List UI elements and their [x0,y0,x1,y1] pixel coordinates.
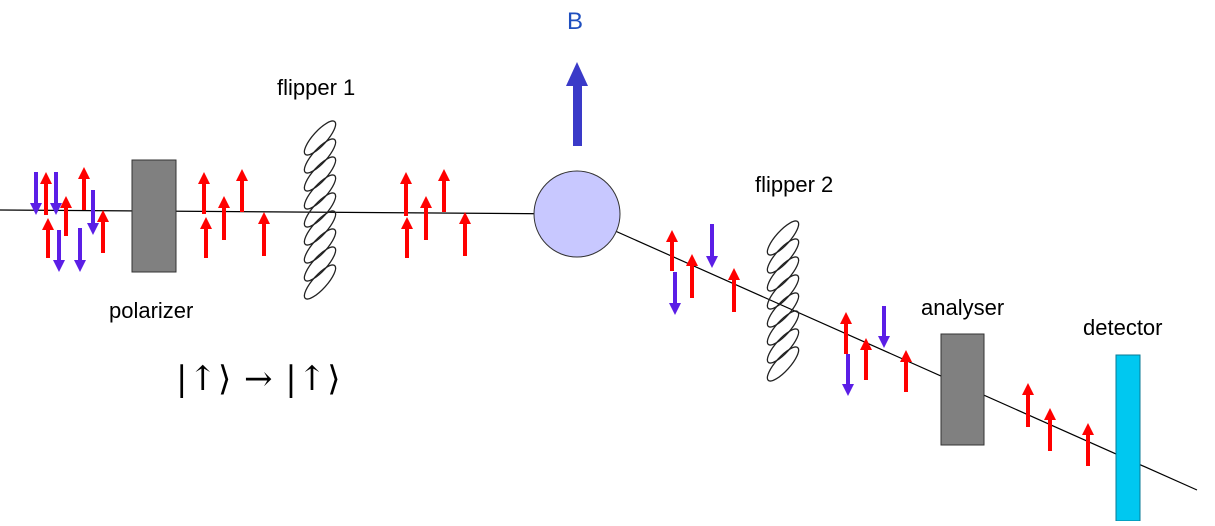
spin-down-arrow [50,172,62,215]
field-arrow [566,62,588,146]
spin-arrows [30,167,1094,466]
flipper-coil-loop [766,292,800,328]
spin-up-arrow [860,338,872,380]
spin-up-arrow [686,254,698,298]
flipper-2-coils [766,220,800,382]
spin-up-arrow [400,172,412,216]
spin-up-arrow [258,212,270,256]
spin-down-arrow [706,224,718,268]
flipper-coil-loop [303,138,337,174]
analyser-label: analyser [921,295,1005,320]
spin-up-arrow [200,217,212,258]
flipper-coil-loop [766,310,800,346]
flipper-2-label: flipper 2 [755,172,834,197]
spin-up-arrow [1044,408,1056,451]
spin-up-arrow [840,312,852,354]
spin-up-arrow [900,350,912,392]
spin-down-arrow [53,230,65,272]
analyser-block [940,333,985,446]
spin-down-arrow [30,172,42,215]
flipper-coil-loop [766,256,800,292]
spin-down-arrow [87,190,99,235]
detector-label: detector [1083,315,1163,340]
spin-up-arrow [40,172,52,215]
flipper-1-coils [303,120,337,300]
spin-up-arrow [78,167,90,210]
spin-up-arrow [60,196,72,236]
flipper-coil-loop [303,210,337,246]
polarizer-block [131,159,177,273]
spin-up-arrow [438,169,450,212]
flipper-1-label: flipper 1 [277,75,356,100]
flipper-coil-loop [766,274,800,310]
flipper-coil-loop [303,156,337,192]
spin-down-arrow [74,228,86,272]
field-label: B [567,8,584,35]
sample-sphere [533,170,621,258]
flipper-coil-loop [303,192,337,228]
spin-up-arrow [198,172,210,214]
spin-down-arrow [669,272,681,315]
spin-up-arrow [420,196,432,240]
spin-up-arrow [97,210,109,253]
neutron-beam-line [0,209,1198,491]
spin-up-arrow [1082,423,1094,466]
spin-up-arrow [728,268,740,312]
spin-up-arrow [42,218,54,258]
flipper-coil-loop [766,238,800,274]
flipper-coil-loop [303,264,337,300]
spin-up-arrow [218,196,230,240]
spin-up-arrow [236,169,248,212]
spin-up-arrow [459,212,471,256]
spin-up-arrow [666,230,678,271]
flipper-coil-loop [303,228,337,264]
flipper-coil-loop [766,346,800,382]
spin-up-arrow [401,217,413,258]
flipper-coil-loop [766,328,800,364]
flipper-coil-loop [766,220,800,256]
flipper-coil-loop [303,174,337,210]
polarizer-label: polarizer [109,298,194,323]
spin-down-arrow [878,306,890,348]
flipper-coil-loop [303,120,337,156]
spin-up-arrow [1022,383,1034,427]
detector-block [1115,354,1141,522]
spin-down-arrow [842,354,854,396]
state-equation: |↑⟩ → |↑⟩ [176,359,342,399]
flipper-coil-loop [303,246,337,282]
